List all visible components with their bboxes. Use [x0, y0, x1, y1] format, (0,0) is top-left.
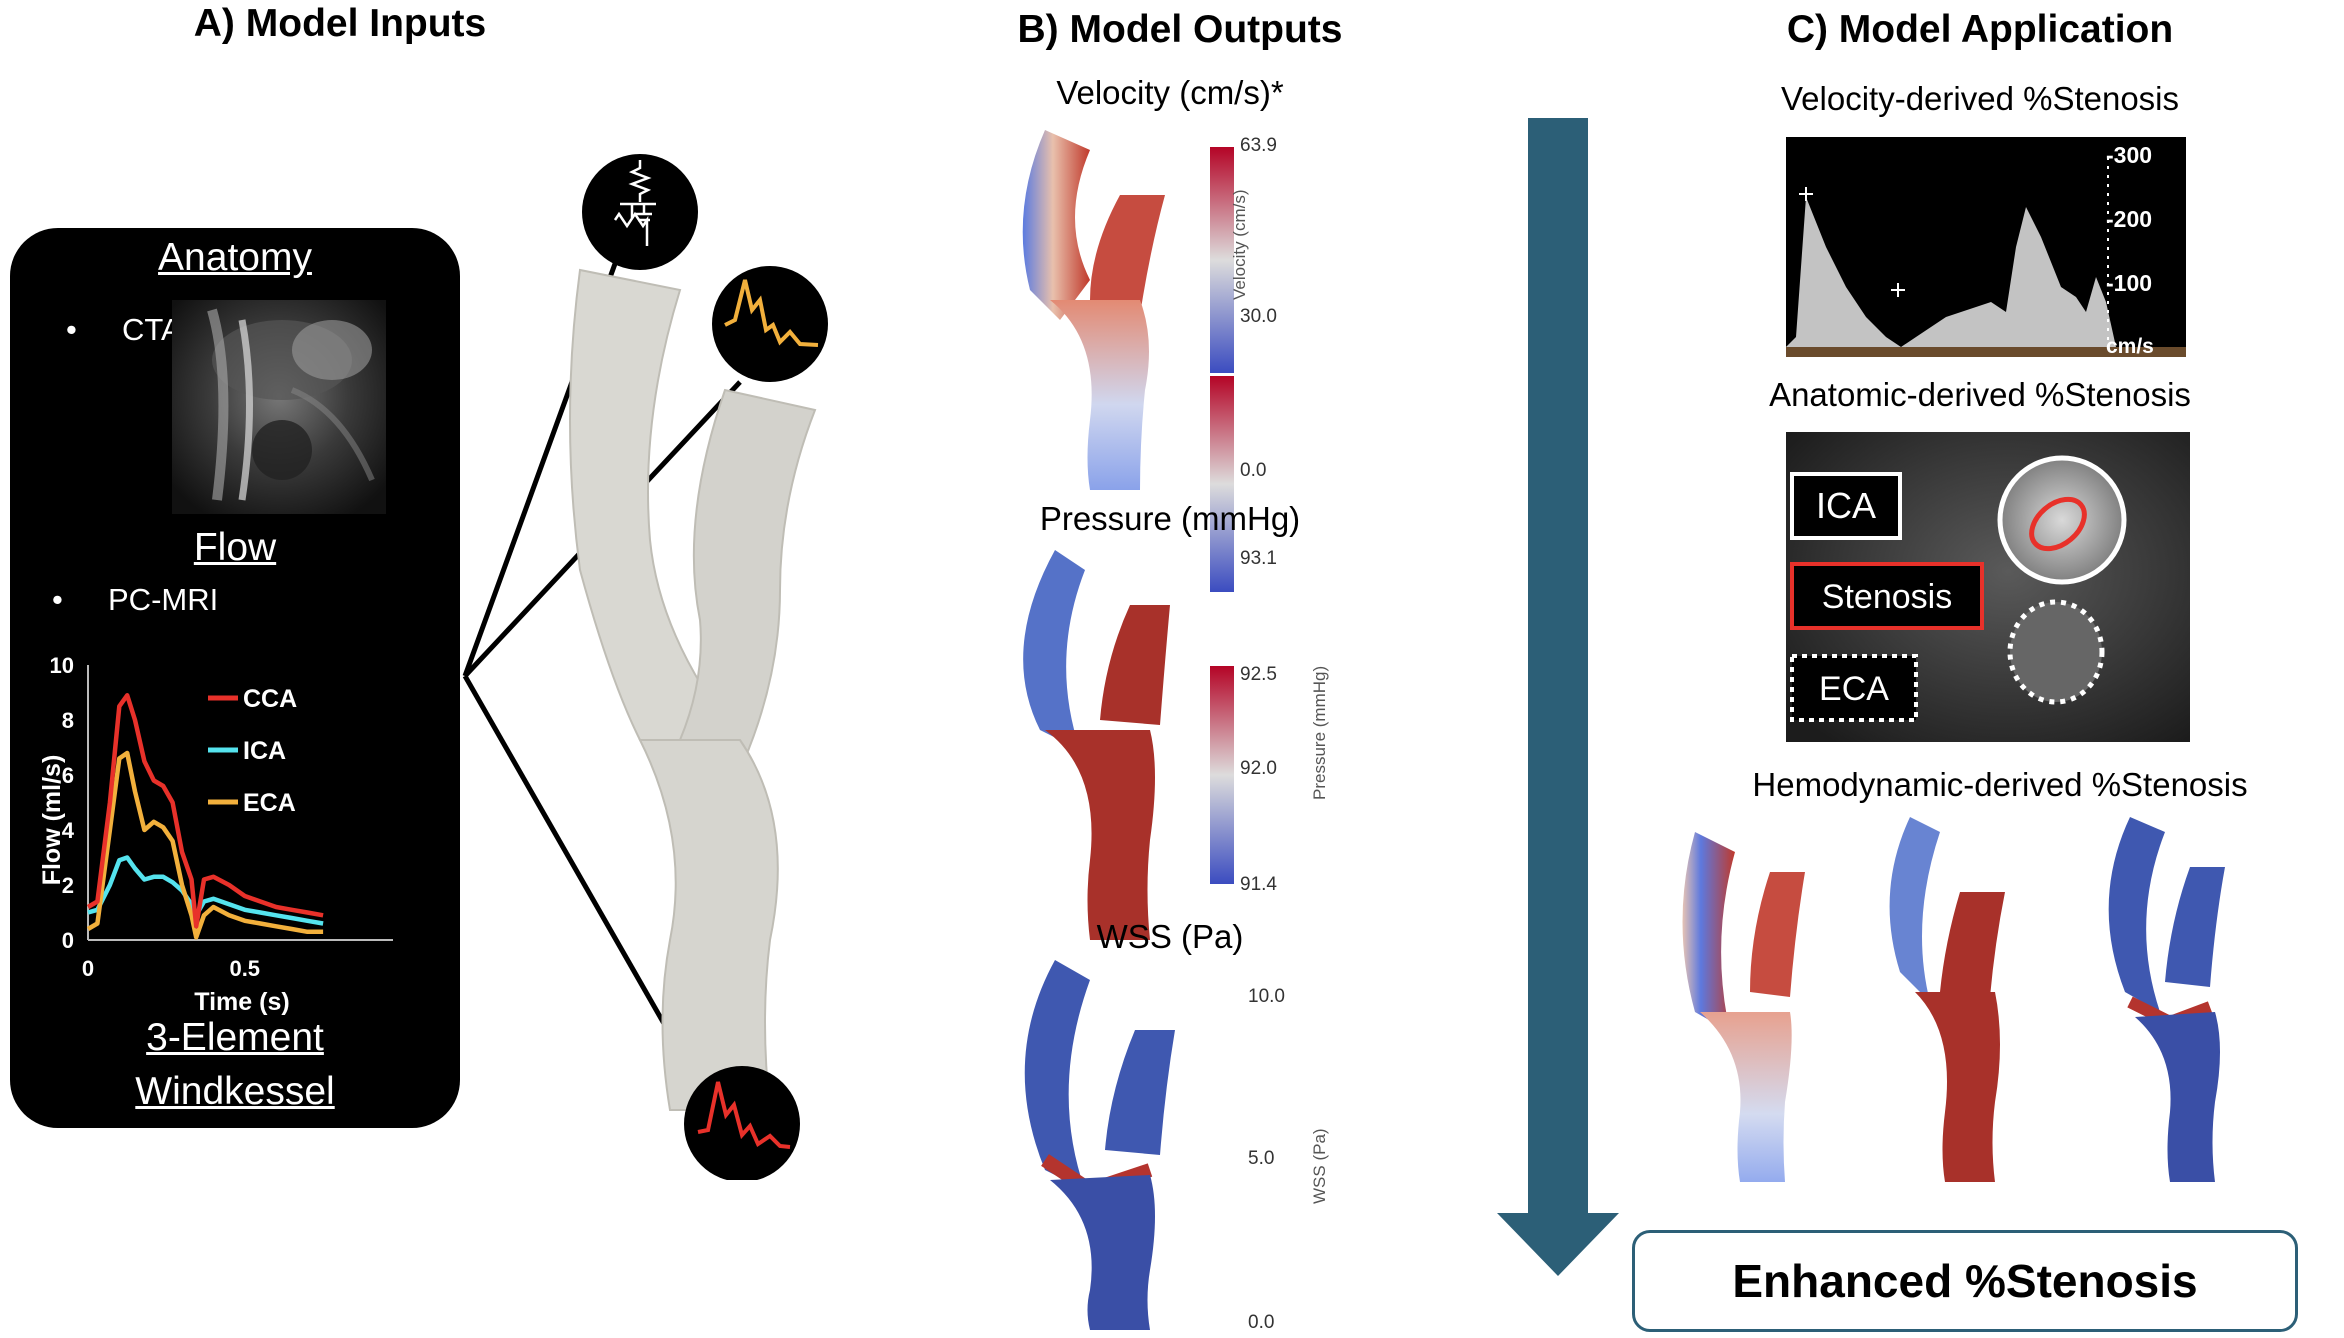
- wss-mid: 5.0: [1248, 1148, 1275, 1169]
- pressure-colorbar: [1210, 376, 1234, 592]
- pressure-cb-title: Pressure (mmHg): [1310, 665, 1329, 800]
- bullet-dot: •: [66, 312, 77, 347]
- anatomic-derived-title: Anatomic-derived %Stenosis: [1769, 376, 2191, 413]
- y-tick-label: 4: [62, 818, 75, 843]
- velocity-cb-title: Velocity (cm/s): [1230, 189, 1249, 300]
- velocity-colorbar: [1210, 147, 1234, 373]
- wss-min: 0.0: [1248, 1312, 1275, 1333]
- cca-trunk: [638, 739, 779, 1111]
- stenosis-outline: [2029, 496, 2087, 552]
- windkessel-line1: 3-Element: [146, 1016, 324, 1059]
- eca-legend: ECA: [1819, 670, 1889, 708]
- doppler-tick: -200: [2106, 206, 2152, 232]
- velocity-model: [1022, 130, 1165, 490]
- wss-title: WSS (Pa): [1096, 918, 1244, 955]
- windkessel-circle: [582, 154, 698, 270]
- ica-legend-box: [1790, 472, 1902, 540]
- flow-bullet: PC-MRI: [108, 582, 219, 617]
- y-tick-label: 10: [50, 653, 74, 678]
- pressure-title: Pressure (mmHg): [1039, 500, 1301, 537]
- velocity-mid: 30.0: [1240, 306, 1277, 327]
- chart-ylabel: Flow (ml/s): [38, 755, 66, 886]
- enhanced-stenosis-label: Enhanced %Stenosis: [1732, 1255, 2198, 1307]
- down-arrow-icon: [1497, 118, 1619, 1276]
- velocity-min: 0.0: [1240, 460, 1267, 481]
- x-tick-label: 0.5: [229, 956, 260, 981]
- velocity-derived-title: Velocity-derived %Stenosis: [1780, 80, 2180, 117]
- doppler-image: -300 -200 -100 cm/s: [1786, 137, 2186, 357]
- x-tick-label: 0: [82, 956, 94, 981]
- wss-model-small: [2108, 817, 2225, 1182]
- doppler-tick: -300: [2106, 142, 2152, 168]
- cta-image: [172, 300, 386, 514]
- wss-max: 10.0: [1248, 986, 1285, 1007]
- series-line-cca: [86, 693, 324, 929]
- outputs-panel: [1022, 130, 1234, 1330]
- cca-waveform-icon: [697, 1081, 791, 1149]
- inputs-title: A) Model Inputs: [193, 2, 487, 45]
- y-tick-label: 2: [62, 873, 74, 898]
- bullet-dot: •: [52, 582, 63, 617]
- wss-cb-title: WSS (Pa): [1310, 1128, 1329, 1204]
- velocity-title: Velocity (cm/s)*: [1056, 74, 1284, 111]
- doppler-tick: -100: [2106, 270, 2152, 296]
- carotid-geometry: [462, 154, 828, 1180]
- chart-xlabel: Time (s): [194, 988, 289, 1016]
- anatomic-image: ICA Stenosis ECA: [1786, 432, 2190, 742]
- windkessel-line2: Windkessel: [135, 1070, 335, 1113]
- pressure-lower: 92.0: [1240, 758, 1277, 779]
- stenosis-legend: Stenosis: [1822, 578, 1952, 616]
- velocity-max: 63.9: [1240, 135, 1277, 156]
- legend-label-eca: ECA: [243, 789, 296, 817]
- hemodynamic-models: [1682, 817, 2225, 1182]
- flow-heading: Flow: [193, 526, 277, 569]
- hemodynamic-derived-title: Hemodynamic-derived %Stenosis: [1752, 766, 2248, 803]
- anatomy-bullet: CTA: [122, 312, 182, 347]
- outputs-title: B) Model Outputs: [1017, 8, 1343, 51]
- pressure-model: [1023, 550, 1170, 940]
- legend-label-cca: CCA: [243, 685, 297, 713]
- windkessel-icon: [620, 160, 656, 222]
- y-tick-label: 6: [62, 763, 74, 788]
- wss-colorbar: [1210, 666, 1234, 884]
- ica-lumen: [1997, 455, 2127, 585]
- series-line-eca: [86, 750, 324, 940]
- eca-waveform-icon: [724, 279, 819, 347]
- y-tick-label: 0: [62, 928, 74, 953]
- enhanced-stenosis-box: Enhanced %Stenosis: [1632, 1230, 2298, 1332]
- flow-chart: 0 2 4 6 8 10 0 0.5 CCA ICA ECA Time (s) Flow (ml/…: [38, 653, 393, 1016]
- y-tick-label: 8: [62, 708, 74, 733]
- pressure-model-small: [1889, 817, 2005, 1182]
- eca-lumen: [2007, 599, 2105, 705]
- velocity-model-small: [1682, 832, 1805, 1182]
- anatomy-heading: Anatomy: [158, 236, 312, 279]
- ica-legend: ICA: [1816, 485, 1876, 526]
- pressure-min: 91.4: [1240, 874, 1277, 895]
- legend-label-ica: ICA: [243, 737, 286, 765]
- stenosis-legend-box: [1790, 562, 1984, 630]
- cca-waveform-circle: [684, 1066, 800, 1180]
- application-title: C) Model Application: [1786, 8, 2174, 51]
- pressure-max: 93.1: [1240, 548, 1277, 569]
- pressure-upper: 92.5: [1240, 664, 1277, 685]
- eca-legend-box: [1790, 654, 1918, 722]
- eca-branch: [678, 388, 817, 772]
- doppler-unit: cm/s: [2106, 335, 2154, 357]
- wss-model: [1024, 960, 1175, 1330]
